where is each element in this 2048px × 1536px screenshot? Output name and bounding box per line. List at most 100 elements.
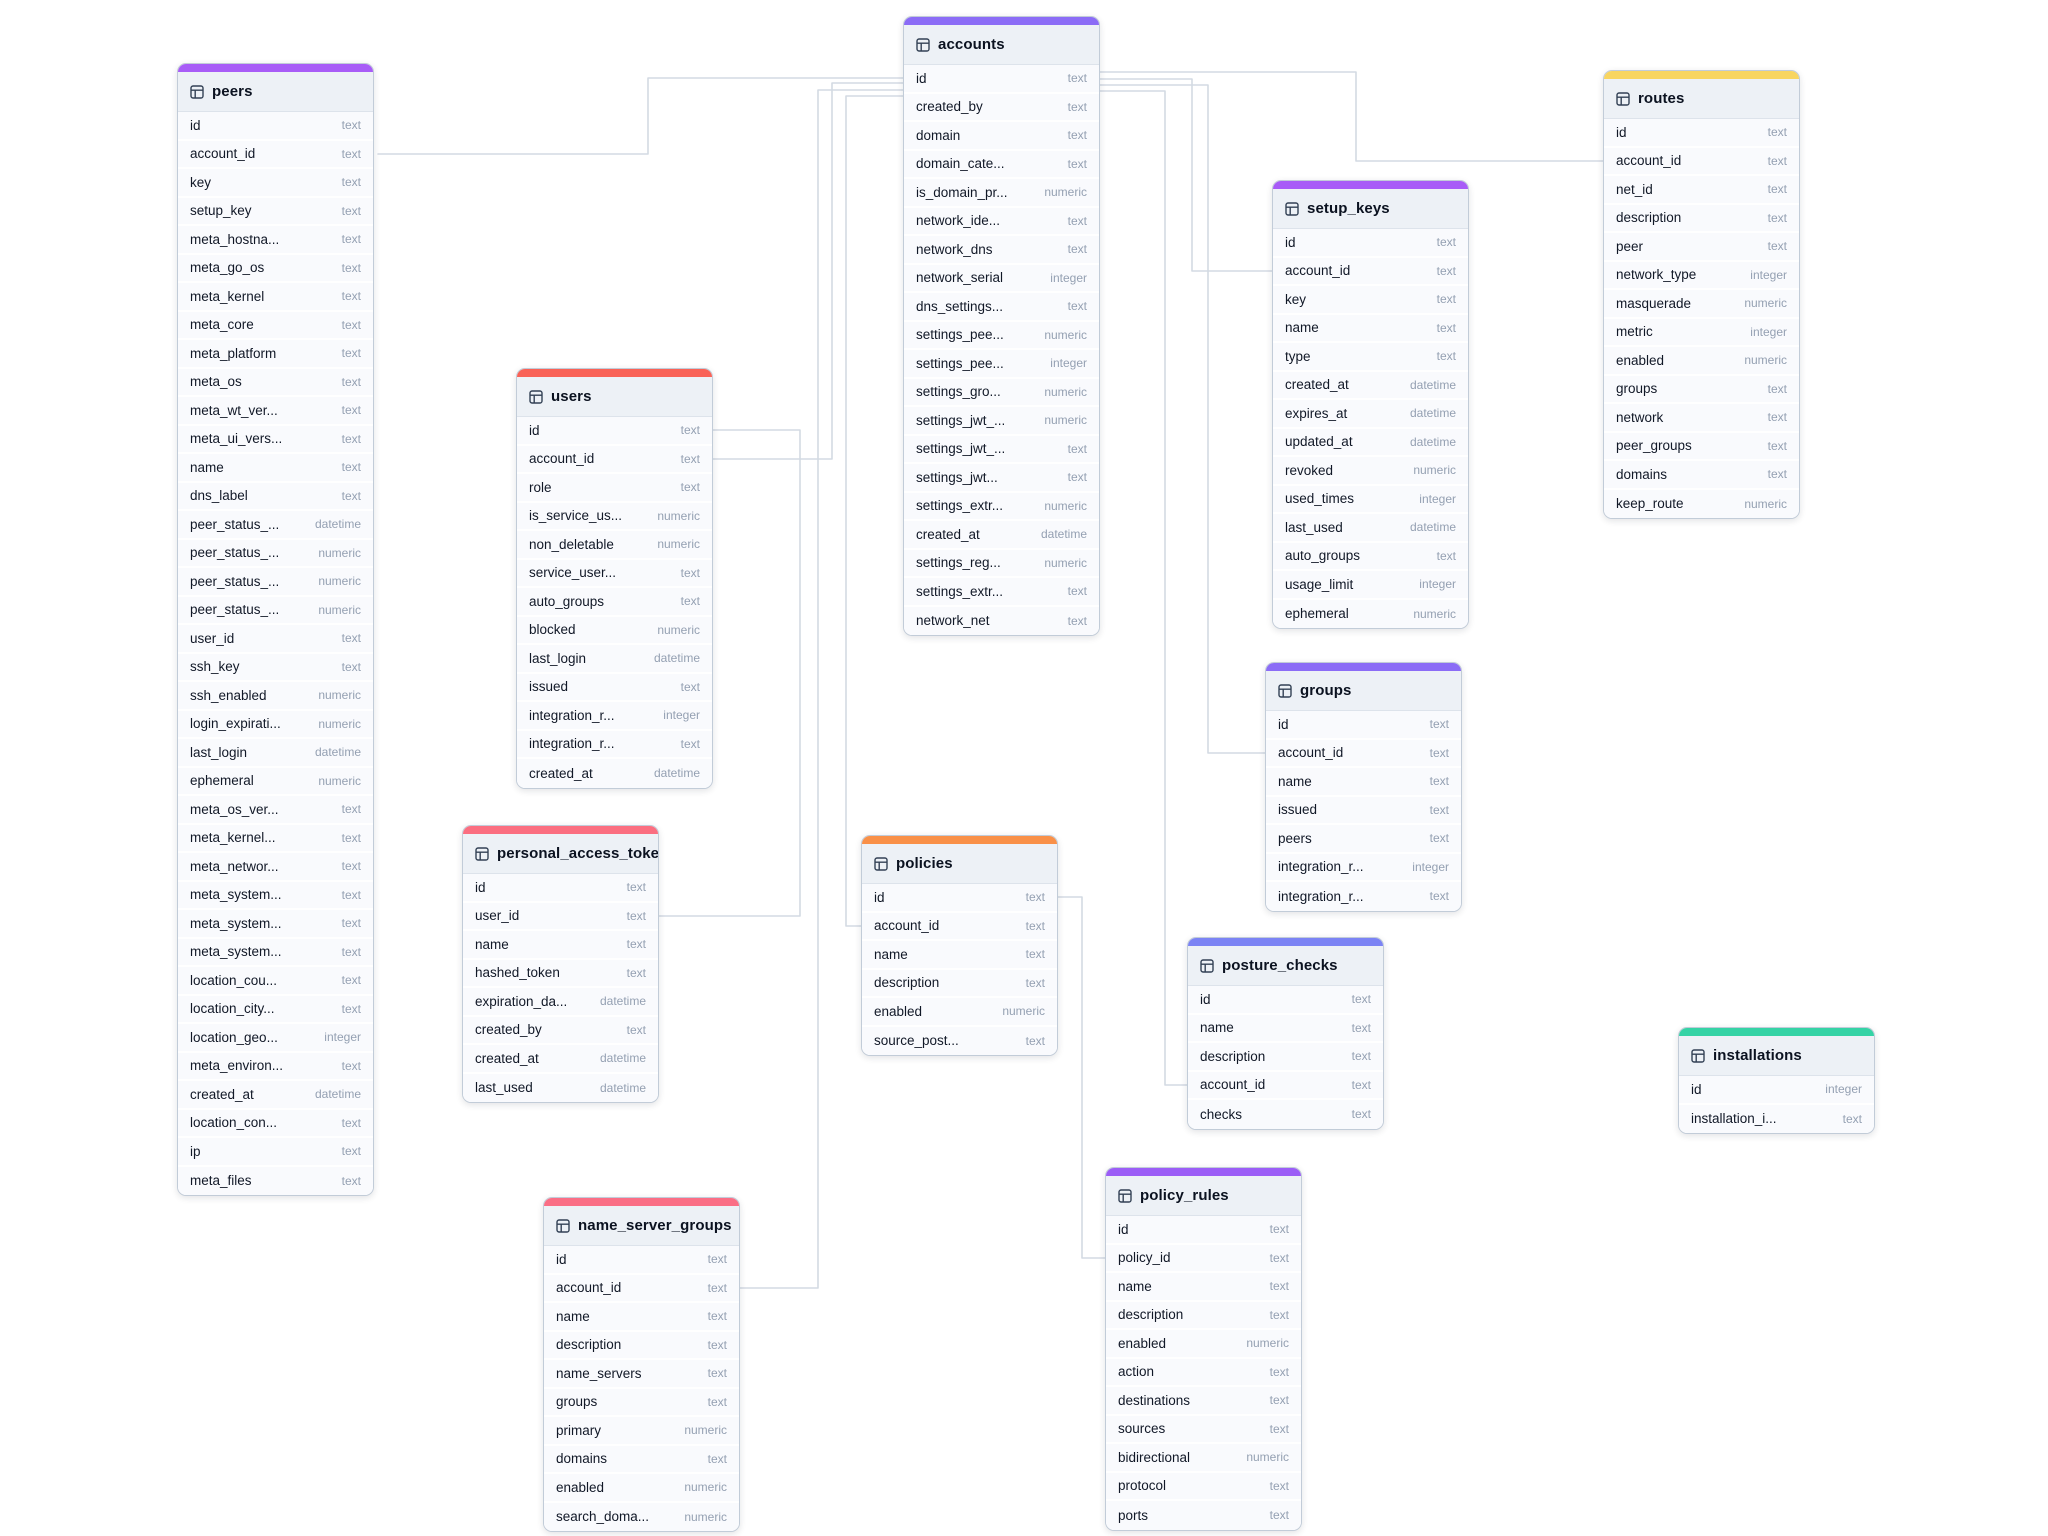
field-row-accounts-13[interactable]: settings_jwt_...text xyxy=(904,435,1099,464)
field-row-peers-16[interactable]: peer_status_...numeric xyxy=(178,568,373,597)
field-row-accounts-3[interactable]: domain_cate...text xyxy=(904,150,1099,179)
table-header-name_server_groups[interactable]: name_server_groups xyxy=(544,1206,739,1246)
table-header-policy_rules[interactable]: policy_rules xyxy=(1106,1176,1301,1216)
field-row-peers-10[interactable]: meta_wt_ver...text xyxy=(178,397,373,426)
field-row-policies-5[interactable]: source_post...text xyxy=(862,1026,1057,1055)
field-row-peers-30[interactable]: location_cou...text xyxy=(178,967,373,996)
field-row-groups-6[interactable]: integration_r...text xyxy=(1266,882,1461,911)
field-row-name_server_groups-9[interactable]: search_doma...numeric xyxy=(544,1502,739,1531)
field-row-accounts-10[interactable]: settings_pee...integer xyxy=(904,350,1099,379)
field-row-users-11[interactable]: integration_r...text xyxy=(517,730,712,759)
field-row-peers-15[interactable]: peer_status_...numeric xyxy=(178,539,373,568)
field-row-personal_access_tokens-4[interactable]: expiration_da...datetime xyxy=(463,988,658,1017)
field-row-peers-21[interactable]: login_expirati...numeric xyxy=(178,710,373,739)
field-row-accounts-18[interactable]: settings_extr...text xyxy=(904,578,1099,607)
field-row-accounts-4[interactable]: is_domain_pr...numeric xyxy=(904,179,1099,208)
field-row-peers-14[interactable]: peer_status_...datetime xyxy=(178,511,373,540)
field-row-peers-26[interactable]: meta_networ...text xyxy=(178,853,373,882)
field-row-users-10[interactable]: integration_r...integer xyxy=(517,702,712,731)
field-row-accounts-14[interactable]: settings_jwt...text xyxy=(904,464,1099,493)
field-row-accounts-15[interactable]: settings_extr...numeric xyxy=(904,492,1099,521)
field-row-accounts-8[interactable]: dns_settings...text xyxy=(904,293,1099,322)
field-row-peers-33[interactable]: meta_environ...text xyxy=(178,1052,373,1081)
field-row-installations-1[interactable]: installation_i...text xyxy=(1679,1104,1874,1133)
field-row-peers-27[interactable]: meta_system...text xyxy=(178,881,373,910)
field-row-accounts-5[interactable]: network_ide...text xyxy=(904,207,1099,236)
table-header-peers[interactable]: peers xyxy=(178,72,373,112)
